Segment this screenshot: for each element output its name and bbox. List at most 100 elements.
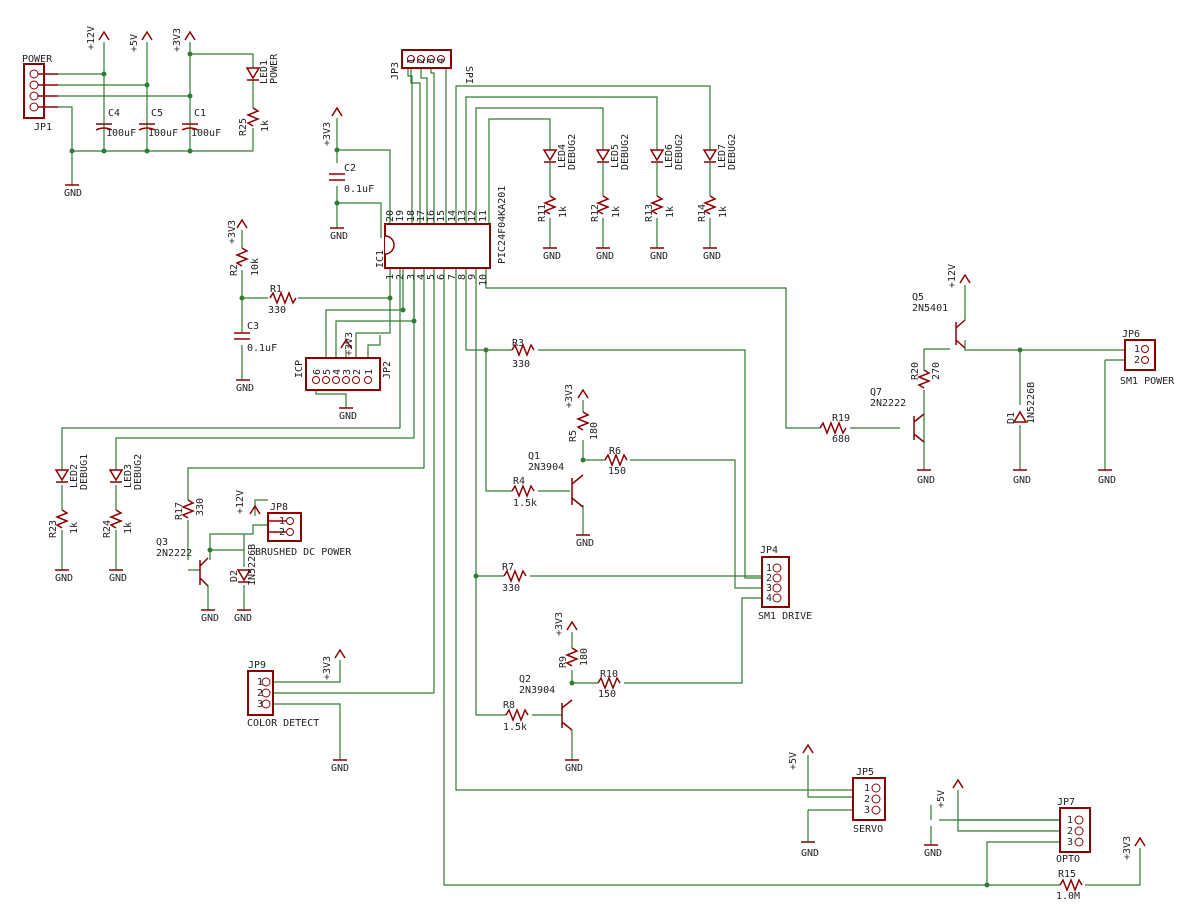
c2-ref: C2 (344, 163, 356, 174)
r2-rail-label: +3V3 (227, 220, 238, 244)
gnd-d2: GND (234, 613, 252, 624)
gnd-q2: GND (565, 763, 583, 774)
jp3-pin-3: 3 (426, 58, 437, 64)
led1-ref: LED1 (259, 60, 270, 84)
r10-value: 150 (598, 689, 616, 700)
jp3-pin-1: 1 (406, 58, 417, 64)
jp5-name: SERVO (853, 824, 883, 835)
jp2-pin-4: 4 (332, 369, 343, 375)
r13-ref: R13 (644, 204, 655, 222)
jp5-rail-label: +5V (788, 752, 799, 770)
r5-value: 180 (589, 422, 600, 440)
r15-ref: R15 (1058, 869, 1076, 880)
c5-value: 100uF (148, 128, 178, 139)
led5-ref: LED5 (610, 144, 621, 168)
r9-rail-label: +3V3 (554, 612, 565, 636)
jp8-pin-1: 1 (279, 516, 285, 527)
r5-ref: R5 (568, 430, 579, 442)
led2-name: DEBUG1 (79, 454, 90, 490)
r12-ref: R12 (590, 204, 601, 222)
jp3-pin-4: 4 (436, 58, 447, 64)
ic1-pin-12: 12 (467, 210, 478, 222)
rail-label-p12: +12V (86, 26, 97, 50)
r11-ref: R11 (537, 204, 548, 222)
jp5-pin-2: 2 (864, 794, 870, 805)
jp8-rail-label: +12V (235, 490, 246, 514)
r17-ref: R17 (174, 502, 185, 520)
rail-label-3v3: +3V3 (172, 28, 183, 52)
c3-value: 0.1uF (247, 343, 277, 354)
r3-value: 330 (512, 359, 530, 370)
r4-ref: R4 (513, 476, 525, 487)
c3-ref: C3 (247, 321, 259, 332)
jp1-header (23, 63, 45, 119)
gnd-d1: GND (1013, 475, 1031, 486)
led4-ref: LED4 (557, 144, 568, 168)
gnd-r13: GND (650, 251, 668, 262)
jp1-title: POWER (22, 54, 53, 65)
jp2-pin-5: 5 (322, 369, 333, 375)
r6-ref: R6 (609, 446, 621, 457)
ic1-pin-4: 4 (416, 274, 427, 280)
r24-value: 1k (123, 522, 134, 534)
jp3-pin-2: 2 (416, 58, 427, 64)
ic1-pin-3: 3 (406, 274, 417, 280)
r23-ref: R23 (48, 520, 59, 538)
ic1-pin-1: 1 (385, 274, 396, 280)
ic1-pin-9: 9 (467, 274, 478, 280)
gnd-jp7: GND (924, 848, 942, 859)
q7-ref: Q7 (870, 387, 882, 398)
r19-value: 680 (832, 434, 850, 445)
jp8-ref: JP8 (270, 502, 288, 513)
gnd-q1: GND (576, 538, 594, 549)
c2-rail-label: +3V3 (322, 122, 333, 146)
r23-value: 1k (69, 522, 80, 534)
jp9-pin-3: 3 (257, 699, 263, 710)
jp9-name: COLOR DETECT (247, 718, 319, 729)
ic1-pin-19: 19 (395, 210, 406, 222)
power-symbols (55, 30, 1146, 847)
jp9-ref: JP9 (248, 660, 266, 671)
led7-ref: LED7 (717, 144, 728, 168)
ic1-pin-6: 6 (436, 274, 447, 280)
r14-ref: R14 (697, 204, 708, 222)
jp2-pin-1: 1 (364, 369, 375, 375)
junctions (69, 51, 1023, 888)
r6-value: 150 (608, 466, 626, 477)
ic1-pin-16: 16 (426, 210, 437, 222)
c1-ref: C1 (194, 108, 206, 119)
jp2-pin-6: 6 (312, 369, 323, 375)
r14-value: 1k (718, 206, 729, 218)
d1-part: 1N5226B (1026, 382, 1037, 424)
q5-ref: Q5 (912, 292, 924, 303)
d2-ref: D2 (229, 570, 240, 582)
q7-part: 2N2222 (870, 398, 906, 409)
ic1-pin-13: 13 (457, 210, 468, 222)
d1-ref: D1 (1006, 412, 1017, 424)
gnd-jp9: GND (331, 763, 349, 774)
jp6-pin-1: 1 (1134, 344, 1140, 355)
r9-value: 180 (579, 648, 590, 666)
jp7-pin-1: 1 (1067, 815, 1073, 826)
r9-ref: R9 (558, 656, 569, 668)
jp2-ref: JP2 (382, 361, 393, 379)
q5-rail-label: +12V (947, 264, 958, 288)
led5-name: DEBUG2 (620, 134, 631, 170)
led2-ref: LED2 (69, 464, 80, 488)
r15-value: 1.0M (1056, 891, 1080, 902)
q2-ref: Q2 (519, 674, 531, 685)
jp2-name: ICP (294, 360, 305, 378)
led3-ref: LED3 (123, 464, 134, 488)
jp6-name: SM1 POWER (1120, 376, 1175, 387)
r8-value: 1.5k (503, 722, 527, 733)
gnd-jp2: GND (339, 411, 357, 422)
gnd-c3: GND (236, 383, 254, 394)
ic1-pin-10: 10 (478, 274, 489, 286)
components (23, 49, 1156, 893)
r20-value: 270 (931, 362, 942, 380)
ic1-pin-7: 7 (447, 274, 458, 280)
wires (58, 42, 1141, 886)
jp2-pin-3: 3 (342, 369, 353, 375)
r15-rail-label: +3V3 (1122, 836, 1133, 860)
ic1-ref: IC1 (375, 250, 386, 268)
